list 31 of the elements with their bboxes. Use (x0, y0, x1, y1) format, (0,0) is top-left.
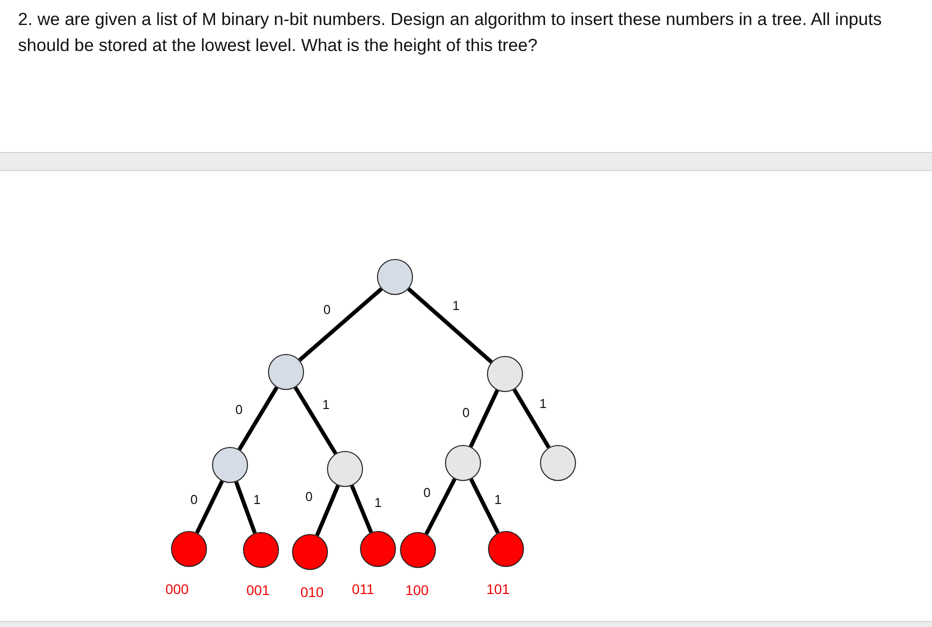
tree-edge (424, 478, 456, 535)
tree-edge (469, 478, 500, 534)
edge-label: 1 (451, 299, 461, 313)
edge-label: 1 (373, 496, 383, 510)
tree-edge (195, 480, 224, 534)
leaf-label: 001 (246, 582, 270, 598)
edge-label: 0 (461, 406, 471, 420)
tree-edge (350, 484, 373, 534)
leaf-label: 100 (405, 582, 429, 598)
tree-edge (315, 484, 340, 536)
tree-edge (234, 481, 257, 534)
edge-label: 0 (322, 303, 332, 317)
leaf-label: 101 (486, 581, 510, 597)
edge-label: 0 (234, 403, 244, 417)
edge-label: 0 (422, 486, 432, 500)
tree-edge (238, 386, 278, 451)
leaf-label: 010 (300, 584, 324, 600)
edge-label: 1 (252, 493, 262, 507)
tree-edge (298, 287, 383, 362)
edge-label: 0 (304, 490, 314, 504)
tree-edge (407, 287, 493, 364)
leaf-label: 011 (352, 581, 374, 597)
tree-edge (468, 389, 500, 448)
edge-label: 1 (538, 397, 548, 411)
edge-label: 1 (321, 398, 331, 412)
question-text: 2. we are given a list of M binary n-bit numbers. Design an algorithm to insert these numbers in a tree. All inputs should be stored at the lowest level. What is the height of this tree? (18, 8, 883, 57)
edge-label: 1 (493, 493, 503, 507)
tree-edge (512, 388, 551, 449)
tree-edge (294, 386, 338, 455)
edge-label: 0 (189, 493, 199, 507)
leaf-label: 000 (165, 581, 189, 597)
